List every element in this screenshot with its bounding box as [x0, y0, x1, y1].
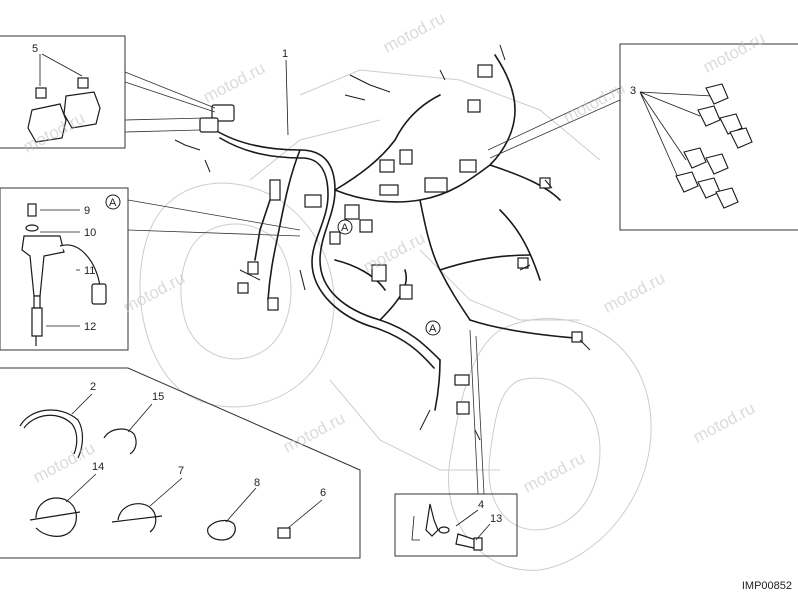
detail-a-box-label: A	[109, 197, 117, 209]
ref-14: 14	[92, 461, 104, 473]
ref-10: 10	[84, 227, 96, 239]
callout-box-a	[0, 187, 301, 351]
ref-5: 5	[32, 43, 38, 55]
ref-6: 6	[320, 487, 326, 499]
detail-a-label-2: A	[429, 323, 437, 335]
ref-15: 15	[152, 391, 164, 403]
callout-box-5	[0, 35, 216, 149]
ref-4: 4	[478, 499, 484, 511]
callout-box-3	[487, 43, 798, 231]
ref-13: 13	[490, 513, 502, 525]
detail-a-markers	[337, 219, 441, 336]
wire-tails	[174, 44, 591, 441]
ref-2: 2	[90, 381, 96, 393]
drawing-code: IMP00852	[741, 580, 792, 592]
ref-9: 9	[84, 205, 90, 217]
motorcycle-ghost-outline	[139, 69, 652, 571]
detail-a-label-1: A	[341, 222, 349, 234]
leader-1	[285, 59, 289, 136]
callout-box-4-13	[394, 329, 518, 557]
ref-7: 7	[178, 465, 184, 477]
main-harness	[214, 54, 576, 411]
ref-11: 11	[84, 265, 95, 277]
callout-box-clamps	[0, 367, 361, 559]
harness-connectors	[199, 64, 583, 415]
ref-8: 8	[254, 477, 260, 489]
ref-3: 3	[630, 85, 636, 97]
ref-1: 1	[282, 48, 288, 60]
ref-12: 12	[84, 321, 96, 333]
